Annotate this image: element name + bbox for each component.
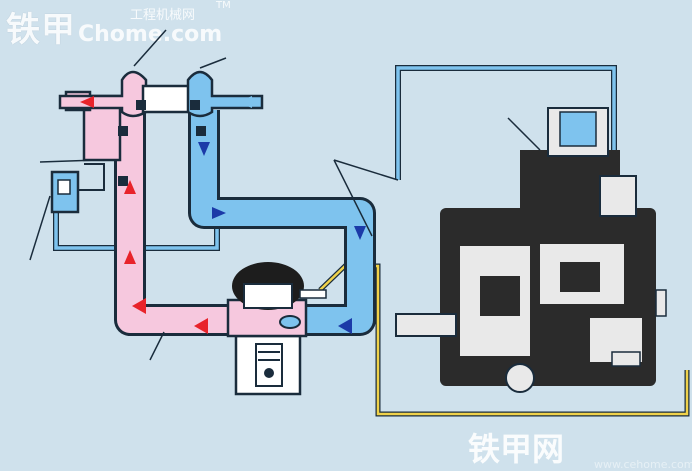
watermark-tm: TM [216, 0, 231, 11]
cylinder-piston-icon [226, 262, 327, 396]
watermark-brand-cn: 铁甲 [6, 10, 76, 50]
watermark-bottom-brand: 铁甲网 [468, 430, 565, 468]
injection-pump-icon [395, 107, 667, 393]
leader-lines [29, 29, 541, 361]
watermark-top: 铁甲Chome.com 工程机械网 TM [6, 0, 231, 51]
intake-flow-arrows [198, 96, 366, 334]
turbocharger-icon [58, 70, 264, 186]
boost-sensor-icon [50, 163, 105, 214]
exhaust-flow-arrows [80, 96, 208, 334]
watermark-subtitle: 工程机械网 [130, 8, 196, 23]
watermark-brand-en: Chome.com [78, 22, 223, 47]
watermark-bottom: 铁甲网 www.cehome.com [468, 424, 692, 471]
watermark-bottom-url: www.cehome.com [594, 458, 692, 471]
